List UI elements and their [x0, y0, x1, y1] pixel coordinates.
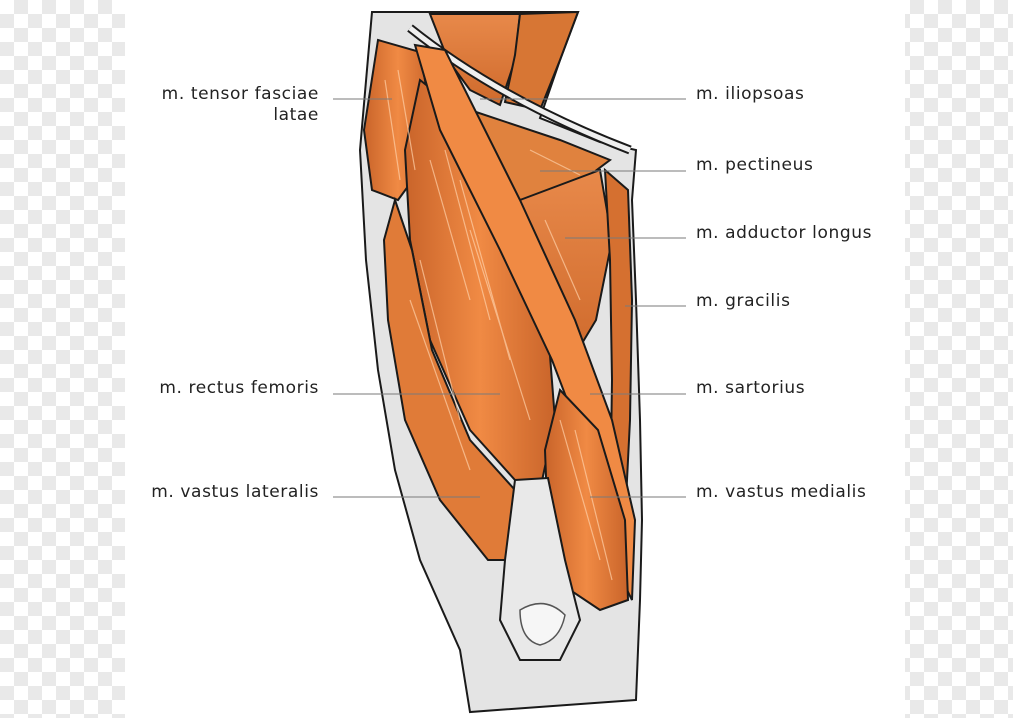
label-tensor-fasciae-latae-line2: latae: [162, 105, 319, 126]
label-vastus-lateralis: m. vastus lateralis: [151, 482, 319, 503]
label-tensor-fasciae-latae-line1: m. tensor fasciae: [162, 84, 319, 105]
label-adductor-longus: m. adductor longus: [696, 223, 872, 244]
label-pectineus: m. pectineus: [696, 155, 813, 176]
label-sartorius: m. sartorius: [696, 378, 805, 399]
label-vastus-medialis: m. vastus medialis: [696, 482, 866, 503]
label-tensor-fasciae-latae: m. tensor fasciae latae: [162, 84, 319, 126]
label-rectus-femoris: m. rectus femoris: [159, 378, 319, 399]
label-iliopsoas: m. iliopsoas: [696, 84, 804, 105]
label-gracilis: m. gracilis: [696, 291, 791, 312]
